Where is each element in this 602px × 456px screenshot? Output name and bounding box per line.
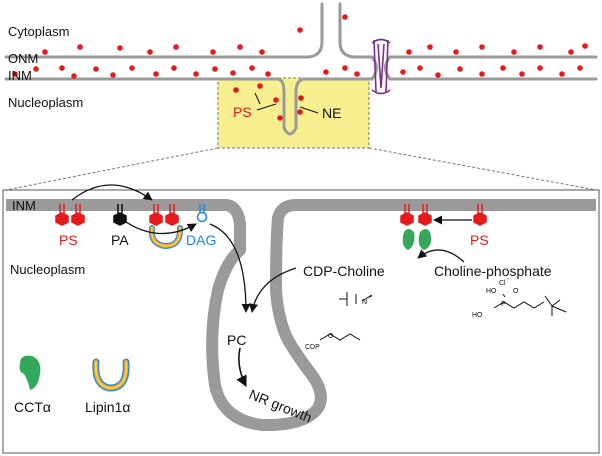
label-cct-alpha: CCTα <box>14 399 51 415</box>
bottom-panel: INM Nucleoplasm PS PA <box>6 184 596 432</box>
cct-alpha-icon <box>19 355 41 390</box>
label-inm-top: INM <box>8 68 32 83</box>
arrow-cdpcholine-to-pc <box>249 267 297 313</box>
chem-n-plus: N <box>362 299 367 306</box>
label-lipin-alpha: Lipin1α <box>85 399 130 415</box>
label-pa: PA <box>111 232 129 248</box>
inm-membrane <box>4 55 598 136</box>
chem-plus: + <box>368 294 372 301</box>
label-nucleoplasm-top: Nucleoplasm <box>8 95 83 110</box>
bottom-panel-frame <box>2 189 600 454</box>
label-ne: NE <box>322 105 341 121</box>
onm-membrane <box>4 2 598 59</box>
chem-o: O <box>328 333 334 340</box>
label-ps-top: PS <box>233 104 252 120</box>
lipin1-alpha-icon <box>148 225 184 250</box>
label-cytoplasm: Cytoplasm <box>8 24 69 39</box>
choline-phosphate-structure <box>493 293 567 316</box>
chem-ho2: HO <box>472 312 483 319</box>
label-ps-left: PS <box>59 232 78 248</box>
ps-lipid-icon <box>400 204 487 226</box>
label-choline-phosphate: Choline-phosphate <box>434 263 552 279</box>
label-cdp-choline: CDP-Choline <box>303 263 385 279</box>
label-nucleoplasm-bottom: Nucleoplasm <box>10 262 85 277</box>
arrow-cholinephosphate-to-cdpcholine <box>417 249 465 263</box>
arrow-ps-to-membrane <box>71 184 153 201</box>
chem-ho1: HO <box>486 288 497 295</box>
chem-minus: - <box>507 276 510 283</box>
inm-bottom-membrane <box>6 199 596 432</box>
ps-lipid-icon <box>149 204 179 226</box>
lipin1-alpha-icon <box>92 358 130 392</box>
lipid-dots <box>12 14 588 121</box>
ps-lipid-icon <box>55 204 85 226</box>
nuclear-pore-icon <box>371 38 391 95</box>
arrow-dag-to-pc <box>209 223 251 313</box>
label-dag: DAG <box>186 232 216 248</box>
top-panel: Cytoplasm ONM INM Nucleoplasm PS NE <box>4 2 598 191</box>
label-onm: ONM <box>8 51 38 66</box>
chem-p: P <box>501 301 506 308</box>
label-ps-right: PS <box>470 232 489 248</box>
cdp-choline-structure <box>319 292 373 341</box>
chem-cdp: CDP <box>305 344 320 351</box>
chem-o-dbl: O <box>513 288 519 295</box>
chem-cl: Cl <box>499 280 506 287</box>
zoom-box <box>217 77 370 149</box>
cct-alpha-icon <box>402 229 432 250</box>
dag-lipid-icon <box>196 204 208 223</box>
arrow-pa-to-dag <box>125 221 197 235</box>
arrow-pc-to-nr-growth <box>236 347 247 388</box>
pa-lipid-icon <box>113 204 127 226</box>
label-inm-bottom: INM <box>12 198 36 213</box>
label-pc: PC <box>227 332 246 348</box>
